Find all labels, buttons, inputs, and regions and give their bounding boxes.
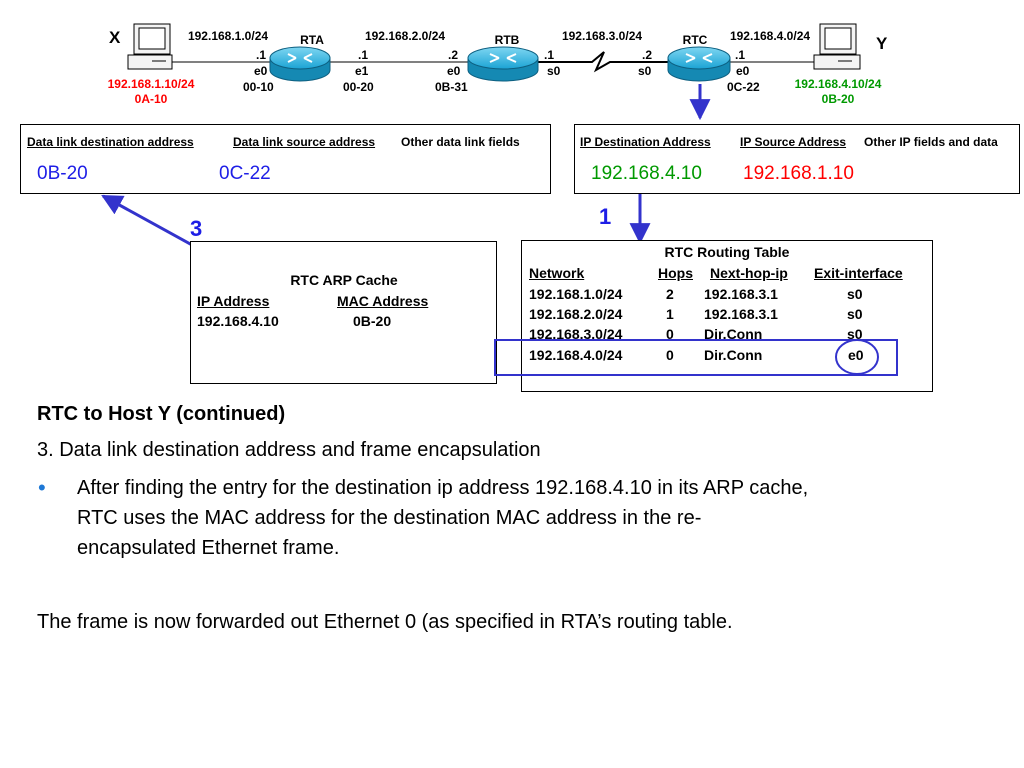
router-icon-rta xyxy=(269,46,331,82)
network-label-3: 192.168.3.0/24 xyxy=(561,29,643,43)
rt-row2-exit-if: s0 xyxy=(847,306,863,322)
serial-link-rtb-rtc xyxy=(538,51,668,73)
rt-header-next-hop: Next-hop-ip xyxy=(710,265,788,281)
datalink-dest-value: 0B-20 xyxy=(37,163,88,184)
arp-cache-box: RTC ARP Cache IP Address MAC Address 192… xyxy=(190,241,497,384)
network-label-2: 192.168.2.0/24 xyxy=(364,29,446,43)
rtc-left-host: .2 xyxy=(642,48,653,62)
bullet-icon: • xyxy=(38,475,46,500)
bullet-line-2: RTC uses the MAC address for the destina… xyxy=(77,507,702,529)
rt-header-hops: Hops xyxy=(658,265,693,281)
datalink-other-header: Other data link fields xyxy=(401,135,520,149)
datalink-src-header: Data link source address xyxy=(233,135,376,149)
ip-src-value: 192.168.1.10 xyxy=(743,163,854,184)
rtb-left-if: e0 xyxy=(447,64,461,78)
ip-dest-header: IP Destination Address xyxy=(580,135,711,149)
rt-row4-next-hop: Dir.Conn xyxy=(704,347,763,363)
rtc-right-host: .1 xyxy=(735,48,746,62)
arp-row-mac: 0B-20 xyxy=(353,313,392,329)
route-highlight-rect xyxy=(494,339,898,376)
datalink-frame-box: Data link destination address Data link … xyxy=(20,124,551,194)
host-y-ip: 192.168.4.10/24 xyxy=(794,77,882,91)
host-x-mac: 0A-10 xyxy=(134,92,168,106)
rt-row2-next-hop: 192.168.3.1 xyxy=(704,306,778,322)
step-number-3: 3 xyxy=(190,216,203,241)
bullet-line-3: encapsulated Ethernet frame. xyxy=(77,537,340,559)
rt-row3-hops: 0 xyxy=(666,326,674,342)
rt-row2-network: 192.168.2.0/24 xyxy=(529,306,623,322)
router-name-rtc: RTC xyxy=(682,33,708,47)
rta-left-mac: 00-10 xyxy=(243,80,274,94)
rtb-right-host: .1 xyxy=(544,48,555,62)
rta-left-host: .1 xyxy=(256,48,267,62)
datalink-dest-header: Data link destination address xyxy=(27,135,194,149)
step-number-1: 1 xyxy=(599,204,612,229)
bullet-line-1: After finding the entry for the destinat… xyxy=(77,477,809,499)
rta-right-mac: 00-20 xyxy=(343,80,374,94)
rt-row4-hops: 0 xyxy=(666,347,674,363)
computer-icon-y xyxy=(813,23,861,70)
rtc-right-mac: 0C-22 xyxy=(727,80,760,94)
host-x-ip: 192.168.1.10/24 xyxy=(107,77,195,91)
rt-row1-network: 192.168.1.0/24 xyxy=(529,286,623,302)
exit-interface-circle xyxy=(835,339,879,375)
datalink-src-value: 0C-22 xyxy=(219,163,271,184)
rta-left-if: e0 xyxy=(254,64,268,78)
network-label-4: 192.168.4.0/24 xyxy=(729,29,811,43)
rta-right-host: .1 xyxy=(358,48,369,62)
rta-right-if: e1 xyxy=(355,64,369,78)
rtb-left-host: .2 xyxy=(448,48,459,62)
routing-table-box: RTC Routing Table Network Hops Next-hop-… xyxy=(521,240,933,392)
footer-text: The frame is now forwarded out Ethernet … xyxy=(37,611,733,633)
rtb-right-if: s0 xyxy=(547,64,561,78)
rt-row1-exit-if: s0 xyxy=(847,286,863,302)
host-y-mac: 0B-20 xyxy=(821,92,855,106)
arp-row-ip: 192.168.4.10 xyxy=(197,313,279,329)
network-label-1: 192.168.1.0/24 xyxy=(187,29,269,43)
arp-col-mac: MAC Address xyxy=(337,293,429,309)
host-y-label: Y xyxy=(876,34,888,53)
router-icon-rtc xyxy=(667,46,731,82)
ip-src-header: IP Source Address xyxy=(740,135,847,149)
ip-packet-box: IP Destination Address IP Source Address… xyxy=(574,124,1020,194)
arp-col-ip: IP Address xyxy=(197,293,270,309)
rt-row3-exit-if: s0 xyxy=(847,326,863,342)
ip-other-header: Other IP fields and data xyxy=(864,135,998,149)
rtb-left-mac: 0B-31 xyxy=(435,80,468,94)
rt-row3-network: 192.168.3.0/24 xyxy=(529,326,623,342)
rt-row4-network: 192.168.4.0/24 xyxy=(529,347,623,363)
computer-icon-x xyxy=(127,23,173,70)
step-text: 3. Data link destination address and fra… xyxy=(37,439,541,461)
rt-header-exit-if: Exit-interface xyxy=(814,265,903,281)
arp-cache-title: RTC ARP Cache xyxy=(290,272,398,288)
rt-row2-hops: 1 xyxy=(666,306,674,322)
ip-dest-value: 192.168.4.10 xyxy=(591,163,702,184)
router-name-rtb: RTB xyxy=(494,33,520,47)
rtc-right-if: e0 xyxy=(736,64,750,78)
rt-row3-next-hop: Dir.Conn xyxy=(704,326,763,342)
rt-header-network: Network xyxy=(529,265,585,281)
router-name-rta: RTA xyxy=(300,33,324,47)
router-icon-rtb xyxy=(467,46,539,82)
rtc-left-if: s0 xyxy=(638,64,652,78)
rt-row4-exit-if: e0 xyxy=(848,347,864,363)
routing-table-title: RTC Routing Table xyxy=(664,244,790,260)
host-x-label: X xyxy=(109,28,121,47)
rt-row1-hops: 2 xyxy=(666,286,674,302)
rt-row1-next-hop: 192.168.3.1 xyxy=(704,286,778,302)
slide-heading: RTC to Host Y (continued) xyxy=(37,403,286,425)
